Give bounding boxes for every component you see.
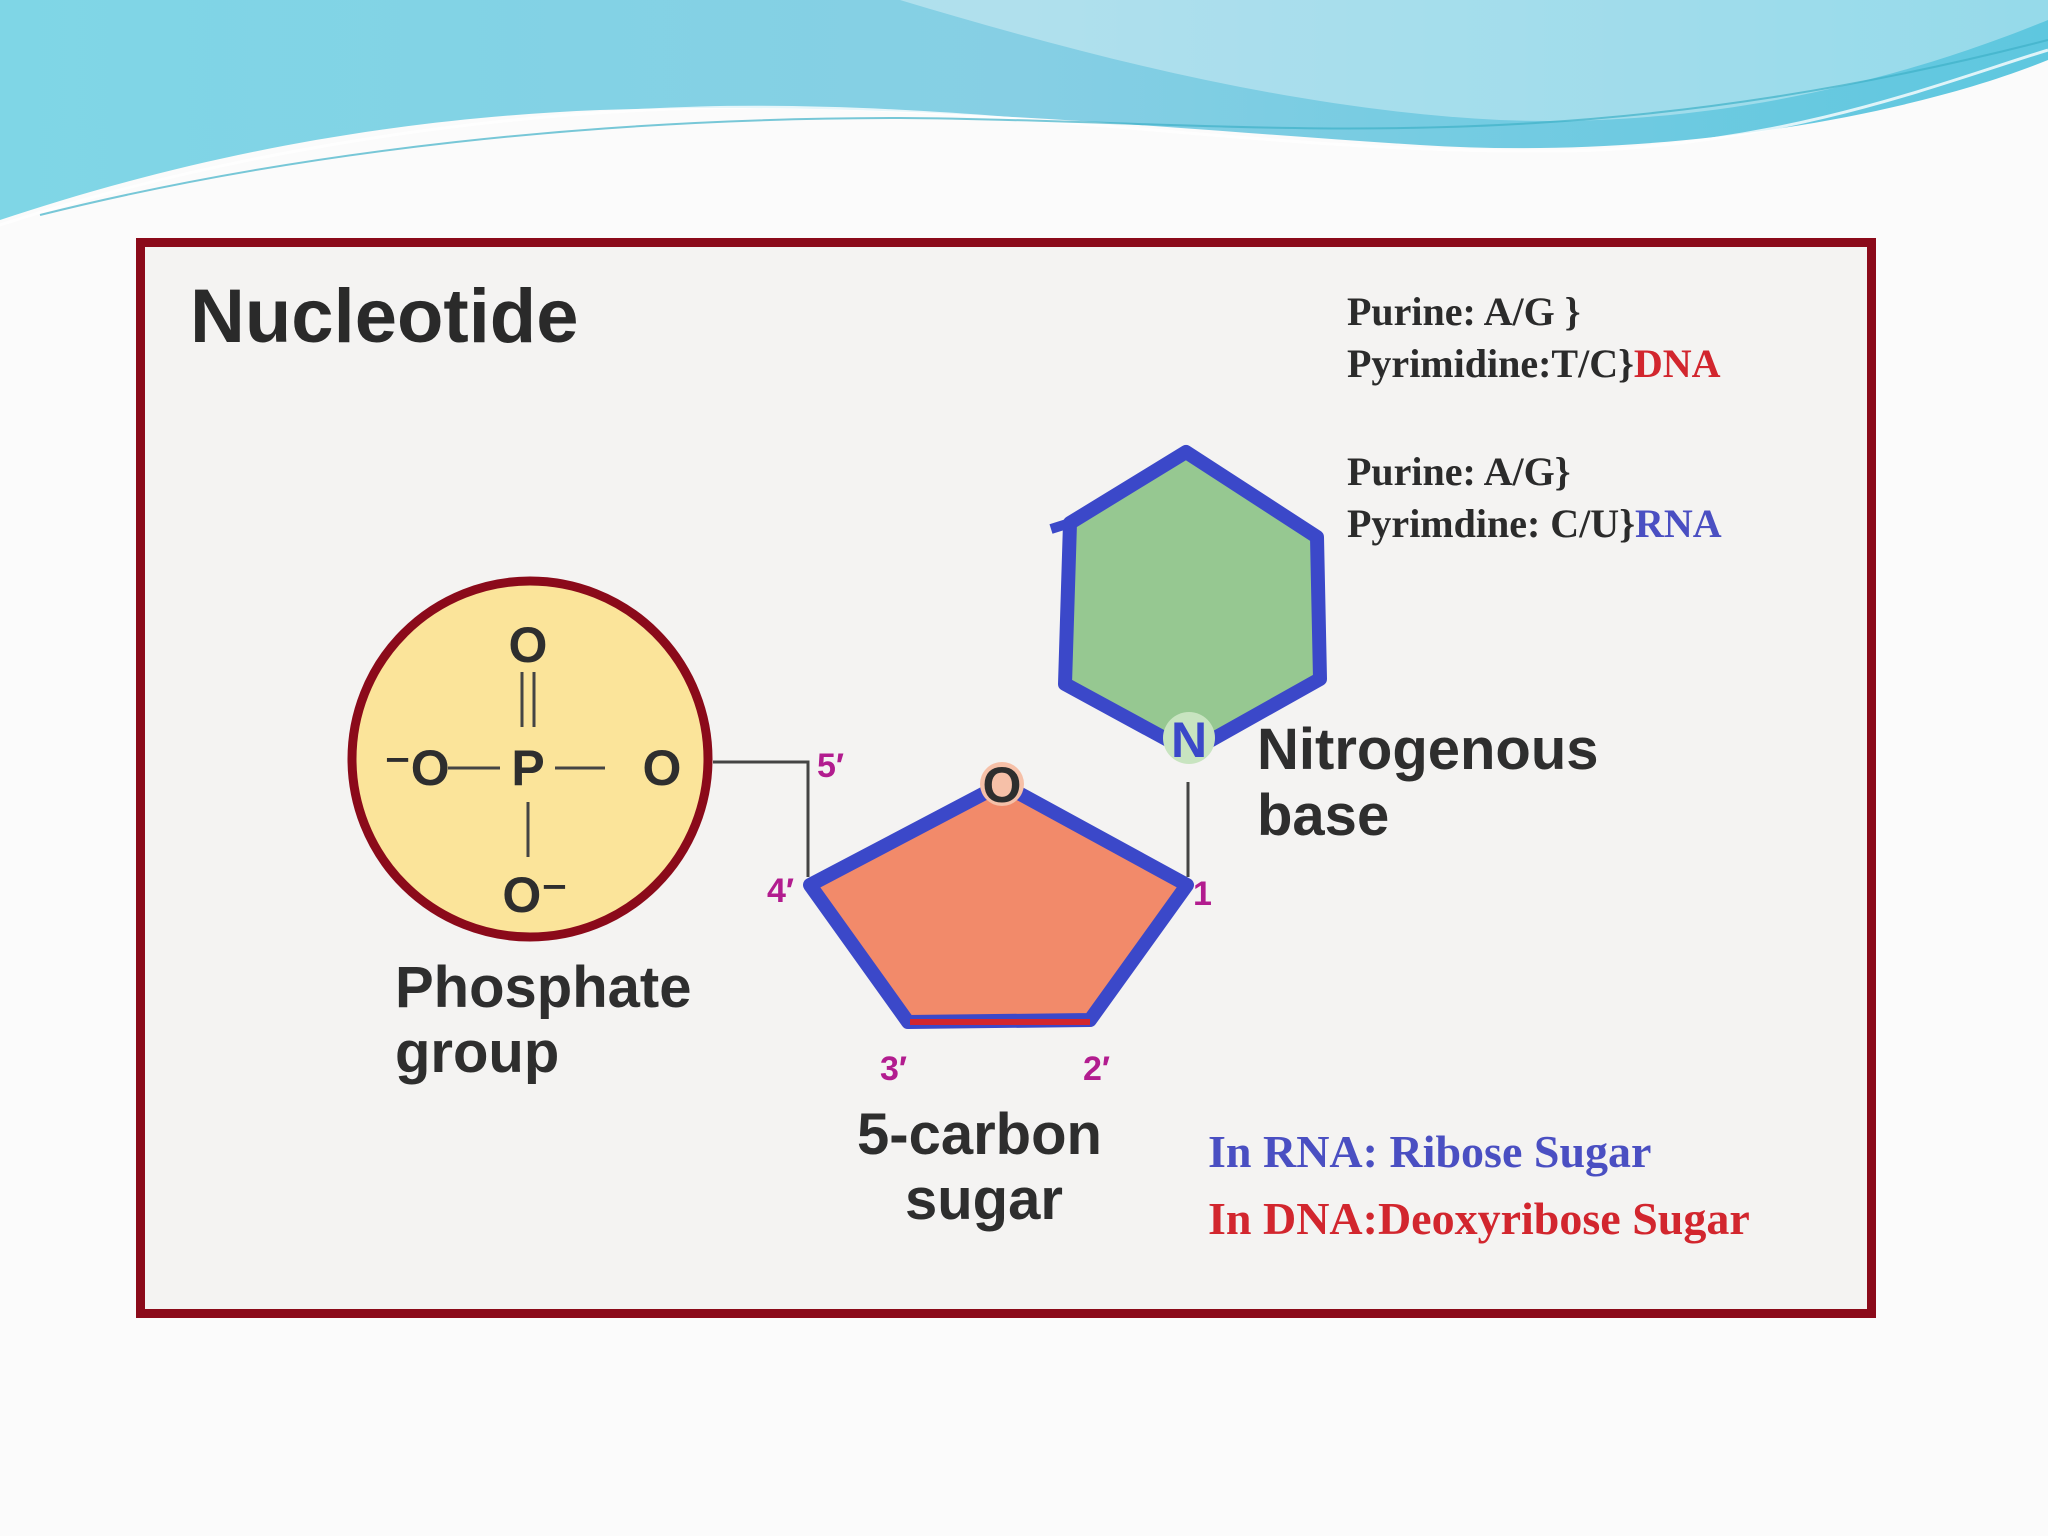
phosphate-atom-right-o: O — [643, 740, 682, 796]
base-nitrogen-n: N — [1171, 712, 1207, 768]
note-rna-sugar: In RNA: Ribose Sugar — [1208, 1126, 1651, 1177]
base-label-line1: Nitrogenous — [1257, 717, 1599, 782]
prime-1-label: 1 — [1193, 875, 1212, 913]
hexagon-stroke-overlap — [1049, 518, 1072, 534]
phosphate-circle — [347, 576, 713, 942]
base-hexagon — [1058, 445, 1327, 759]
note-dna-purine: Purine: A/G } — [1347, 289, 1581, 334]
note-rna-purine: Purine: A/G} — [1347, 449, 1571, 494]
note-rna-pyrimidine-text: Pyrimdine: C/U} — [1347, 501, 1635, 546]
note-dna-sugar: In DNA:Deoxyribose Sugar — [1208, 1193, 1750, 1244]
sugar-label-line1: 5-carbon — [857, 1102, 1102, 1167]
phosphate-sugar-connector — [713, 760, 810, 877]
prime-2-label: 2′ — [1083, 1050, 1110, 1088]
prime-5-label: 5′ — [817, 747, 844, 785]
sugar-label-line2: sugar — [905, 1167, 1063, 1232]
ring-oxygen-o: O — [983, 757, 1022, 813]
phosphate-atom-p: P — [511, 740, 544, 796]
note-rna-tag: RNA — [1635, 501, 1722, 546]
phosphate-label-line1: Phosphate — [395, 955, 692, 1020]
note-dna-pyrimidine: Pyrimidine:T/C}DNA — [1347, 341, 1721, 386]
base-label-line2: base — [1257, 783, 1389, 848]
note-dna-pyrimidine-text: Pyrimidine:T/C} — [1347, 341, 1634, 386]
nucleotide-diagram: Nucleotide O ⁻O P O O⁻ Phosphate group 5… — [190, 274, 1750, 1244]
header-wave-decoration — [0, 0, 2048, 227]
sugar-pentagon — [803, 777, 1194, 1029]
prime-4-label: 4′ — [767, 872, 794, 910]
prime-3-label: 3′ — [880, 1050, 907, 1088]
ring-oxygen-highlight — [980, 762, 1024, 806]
note-rna-pyrimidine: Pyrimdine: C/U}RNA — [1347, 501, 1722, 546]
phosphate-label-line2: group — [395, 1020, 559, 1085]
phosphate-atom-left-o: ⁻O — [384, 740, 449, 796]
diagram-frame: Nucleotide O ⁻O P O O⁻ Phosphate group 5… — [136, 238, 1876, 1318]
phosphate-atom-top-o: O — [509, 617, 548, 673]
phosphate-atom-bottom-o: O⁻ — [502, 867, 567, 923]
diagram-title: Nucleotide — [190, 274, 579, 359]
note-dna-tag: DNA — [1634, 341, 1721, 386]
nitrogen-highlight — [1163, 712, 1215, 764]
